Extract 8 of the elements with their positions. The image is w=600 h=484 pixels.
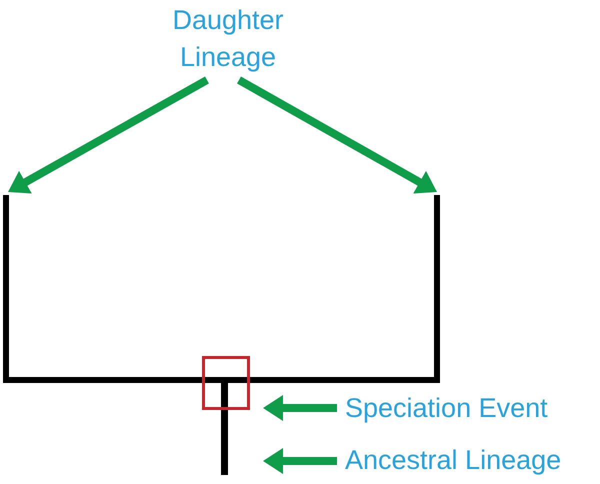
arrow	[237, 76, 437, 194]
callout-label: Daughter Lineage	[140, 2, 316, 78]
callout-label: Ancestral Lineage	[345, 442, 597, 479]
arrow	[263, 448, 337, 474]
highlight-square	[202, 356, 250, 410]
arrow	[263, 395, 337, 421]
arrow	[8, 76, 209, 194]
callout-label: Speciation Event	[345, 390, 597, 427]
